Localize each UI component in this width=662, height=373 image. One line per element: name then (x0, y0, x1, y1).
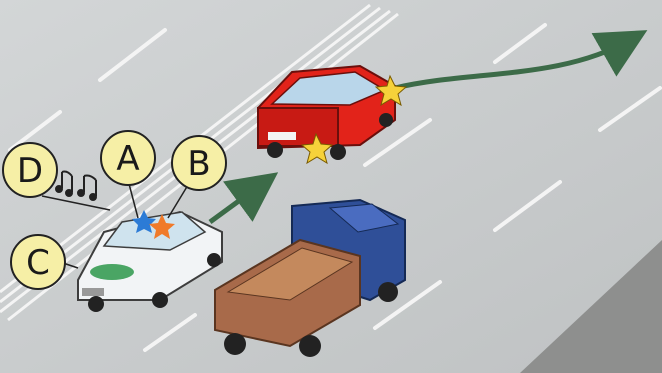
callout-d-label: D (17, 151, 43, 191)
callout-c-label: C (26, 243, 50, 283)
callout-a: A (101, 131, 155, 185)
callout-a-label: A (116, 139, 139, 179)
callout-b: B (172, 136, 226, 190)
callout-c: C (11, 235, 65, 289)
callout-b-label: B (187, 144, 210, 184)
callout-d: D (3, 143, 57, 197)
